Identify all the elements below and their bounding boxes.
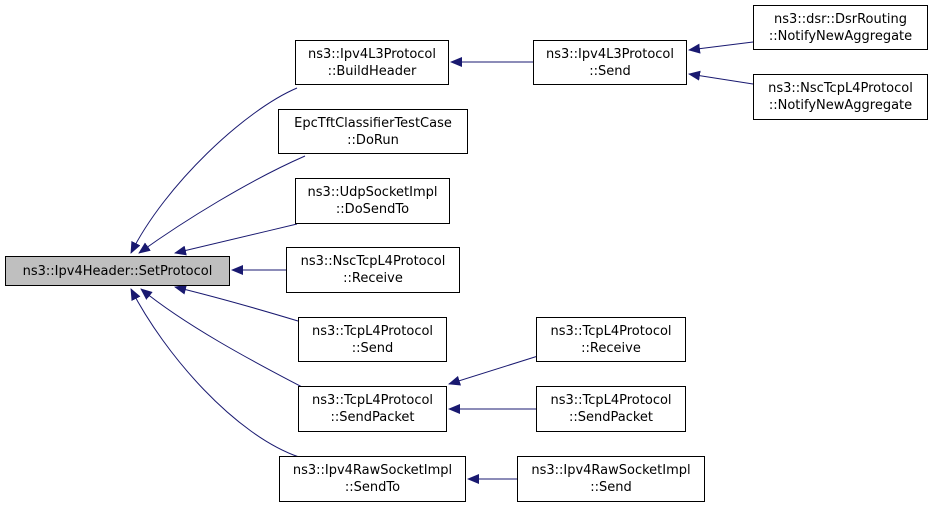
node-label: ::BuildHeader bbox=[327, 63, 417, 79]
node-ipv4rawsocketimpl-sendto[interactable]: ns3::Ipv4RawSocketImpl ::SendTo bbox=[279, 456, 466, 502]
node-label: ns3::Ipv4RawSocketImpl bbox=[292, 463, 453, 478]
node-label: ns3::dsr::DsrRouting bbox=[774, 11, 907, 27]
node-label: ::NotifyNewAggregate bbox=[768, 98, 913, 113]
node-label: ns3::TcpL4Protocol bbox=[311, 393, 434, 408]
node-label: ::Receive bbox=[581, 340, 641, 356]
node-label: ns3::NscTcpL4Protocol bbox=[768, 81, 913, 96]
node-label: ns3::NscTcpL4Protocol bbox=[300, 254, 446, 269]
node-nsctcpl4protocol-notifynewaggregate[interactable]: ns3::NscTcpL4Protocol ::NotifyNewAggrega… bbox=[753, 74, 928, 120]
node-tcpl4protocol-send[interactable]: ns3::TcpL4Protocol ::Send bbox=[298, 317, 447, 362]
node-udpsocketimpl-dosendto[interactable]: ns3::UdpSocketImpl ::DoSendTo bbox=[295, 178, 450, 224]
node-label: ns3::Ipv4Header::SetProtocol bbox=[22, 263, 213, 279]
edge-tcp_sendpacket-to-root bbox=[140, 288, 305, 389]
edge-tcp_send-to-root bbox=[174, 284, 299, 322]
node-label: ns3::TcpL4Protocol bbox=[550, 393, 672, 408]
node-tcpl4protocol-sendpacket-caller[interactable]: ns3::TcpL4Protocol ::SendPacket bbox=[536, 386, 686, 432]
node-label: ns3::Ipv4L3Protocol bbox=[308, 46, 436, 62]
edge-dsr_notify-to-ipv4l3_send bbox=[688, 41, 754, 54]
node-label: ::DoSendTo bbox=[335, 202, 410, 217]
node-label: ns3::TcpL4Protocol bbox=[550, 323, 672, 339]
node-nsctcpl4protocol-receive[interactable]: ns3::NscTcpL4Protocol ::Receive bbox=[286, 247, 460, 293]
node-label: ::DoRun bbox=[347, 132, 399, 148]
edge-tcp_receive-to-tcp_sendpacket bbox=[448, 355, 539, 386]
node-label: ::SendPacket bbox=[568, 410, 654, 425]
node-label: EpcTftClassifierTestCase bbox=[294, 115, 452, 131]
node-label: ::SendPacket bbox=[330, 410, 415, 425]
node-label: ::Receive bbox=[343, 271, 403, 286]
edge-raw_sendto-to-root bbox=[130, 288, 300, 458]
node-label: ::NotifyNewAggregate bbox=[768, 28, 913, 44]
node-label: ::Send bbox=[589, 63, 631, 79]
node-label: ns3::TcpL4Protocol bbox=[311, 323, 434, 339]
node-label: ::Send bbox=[351, 340, 394, 356]
edge-epc_dorun-to-root bbox=[138, 155, 306, 254]
node-label: ::Send bbox=[590, 480, 632, 495]
edge-nsctcp_notify-to-ipv4l3_send bbox=[688, 70, 754, 85]
node-epctftclassifiertestcase-dorun[interactable]: EpcTftClassifierTestCase ::DoRun bbox=[278, 109, 468, 154]
node-tcpl4protocol-sendpacket[interactable]: ns3::TcpL4Protocol ::SendPacket bbox=[298, 386, 447, 432]
edge-ipv4l3_buildheader-to-root bbox=[130, 87, 298, 254]
node-label: ::SendTo bbox=[344, 480, 401, 495]
node-label: ns3::Ipv4RawSocketImpl bbox=[531, 463, 691, 478]
node-ipv4rawsocketimpl-send[interactable]: ns3::Ipv4RawSocketImpl ::Send bbox=[517, 456, 705, 502]
node-label: ns3::Ipv4L3Protocol bbox=[546, 46, 674, 62]
edge-udp_dosendto-to-root bbox=[174, 223, 298, 256]
node-ipv4header-setprotocol[interactable]: ns3::Ipv4Header::SetProtocol bbox=[5, 256, 230, 286]
node-tcpl4protocol-receive[interactable]: ns3::TcpL4Protocol ::Receive bbox=[536, 317, 686, 362]
node-dsrrouting-notifynewaggregate[interactable]: ns3::dsr::DsrRouting ::NotifyNewAggregat… bbox=[753, 5, 928, 50]
node-ipv4l3protocol-buildheader[interactable]: ns3::Ipv4L3Protocol ::BuildHeader bbox=[295, 40, 449, 85]
node-ipv4l3protocol-send[interactable]: ns3::Ipv4L3Protocol ::Send bbox=[533, 40, 687, 85]
node-label: ns3::UdpSocketImpl bbox=[307, 185, 438, 200]
